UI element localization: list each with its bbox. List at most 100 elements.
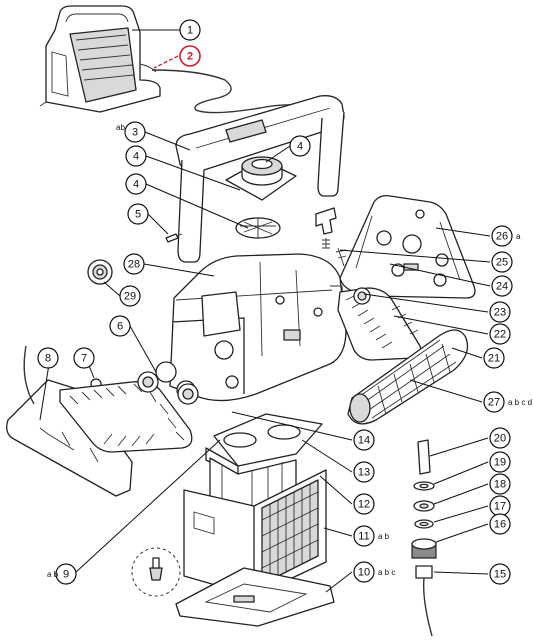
callout-number: 12 (358, 499, 370, 511)
bottom-lid (175, 567, 335, 627)
callout-circle (123, 253, 145, 275)
callout-9: 9a b (47, 563, 77, 585)
valve-detail-inset (131, 547, 181, 597)
callout-5: 5 (127, 203, 149, 225)
callout-15: 15 (489, 563, 511, 585)
callout-circle (491, 225, 513, 247)
callout-number: 10 (358, 567, 370, 579)
callout-circle (179, 19, 201, 41)
callout-circle (109, 315, 131, 337)
callout-number: 18 (494, 479, 506, 491)
callout-number: 6 (117, 321, 123, 333)
callout-12: 12 (353, 493, 375, 515)
callout-circle (489, 473, 511, 495)
callout-circle (353, 561, 375, 583)
callout-number: 15 (494, 569, 506, 581)
callout-2-highlighted: 2 (179, 45, 201, 67)
callout-29: 29 (119, 285, 141, 307)
power-cable (151, 69, 331, 114)
callout-circle (483, 391, 505, 413)
callout-number: 2 (187, 51, 193, 63)
callout-19: 19 (489, 451, 511, 473)
callout-number: 4 (133, 179, 139, 191)
callout-18: 18 (489, 473, 511, 495)
callout-10: 10 a b c (353, 561, 395, 583)
callout-number: 14 (358, 435, 370, 447)
callout-13: 13 (353, 461, 375, 483)
callout-circle (489, 513, 511, 535)
callout-variant-letters: ab (116, 123, 125, 132)
callout-variant-letters: a b c (378, 568, 395, 577)
callout-circle (179, 45, 201, 67)
callout-variant-letters: a b c d e (508, 398, 533, 407)
callout-number: 23 (494, 307, 506, 319)
callout-number: 25 (496, 257, 508, 269)
screw (165, 233, 183, 243)
callout-7: 7 (73, 347, 95, 369)
callout-number: 5 (135, 209, 141, 221)
callout-circle (73, 347, 95, 369)
callout-1: 1 (179, 19, 201, 41)
callout-22: 22 (489, 323, 511, 345)
callout-number: 26 (496, 231, 508, 243)
callout-circle (124, 121, 146, 143)
callout-6: 6 (109, 315, 131, 337)
callout-number: 20 (494, 433, 506, 445)
callout-number: 17 (494, 501, 506, 513)
callout-21: 21 (483, 347, 505, 369)
callout-23: 23 (489, 301, 511, 323)
callout-26: 26 a (491, 225, 521, 247)
callout-circle (491, 251, 513, 273)
swivel (87, 259, 113, 285)
callout-circle (491, 275, 513, 297)
callout-8: 8 (37, 347, 59, 369)
callout-number: 11 (358, 531, 369, 543)
callout-circle (353, 525, 375, 547)
right-track (337, 287, 422, 361)
callout-number: 7 (81, 353, 87, 365)
callout-17: 17 (489, 495, 511, 517)
impeller-assembly (225, 156, 297, 239)
callout-number: 1 (187, 25, 193, 37)
callout-circle (353, 493, 375, 515)
callout-25: 25 (491, 251, 513, 273)
callout-variant-letters: a (516, 232, 521, 241)
brush-roller (347, 329, 469, 425)
chassis-body (169, 253, 347, 402)
callout-27: 27 a b c d e (483, 391, 533, 413)
callout-14: 14 (353, 429, 375, 451)
callout-number: 9 (63, 569, 69, 581)
callout-number: 8 (45, 353, 51, 365)
handle (175, 95, 345, 263)
drive-wheels-left (137, 361, 199, 405)
callout-number: 27 (488, 397, 500, 409)
callout-number: 4 (297, 141, 303, 153)
callout-circle (489, 451, 511, 473)
callout-28: 28 (123, 253, 145, 275)
callout-number: 13 (358, 467, 370, 479)
callout-number: 16 (494, 519, 506, 531)
callout-circle (127, 203, 149, 225)
callout-3: 3ab (116, 121, 146, 143)
callout-4: 4 (125, 173, 147, 195)
callout-number: 29 (124, 291, 136, 303)
callout-24: 24 (491, 275, 513, 297)
callout-circle (37, 347, 59, 369)
callout-number: 19 (494, 457, 506, 469)
callout-circle (489, 427, 511, 449)
callout-20: 20 (489, 427, 511, 449)
callout-number: 28 (128, 259, 140, 271)
callout-circle (489, 563, 511, 585)
callout-circle (489, 323, 511, 345)
callout-number: 24 (496, 281, 508, 293)
callout-4: 4 (125, 145, 147, 167)
latch-clip (315, 207, 347, 267)
callout-circle (119, 285, 141, 307)
callout-circle (483, 347, 505, 369)
callout-number: 21 (488, 353, 500, 365)
callout-number: 22 (494, 329, 506, 341)
callout-circle (125, 145, 147, 167)
